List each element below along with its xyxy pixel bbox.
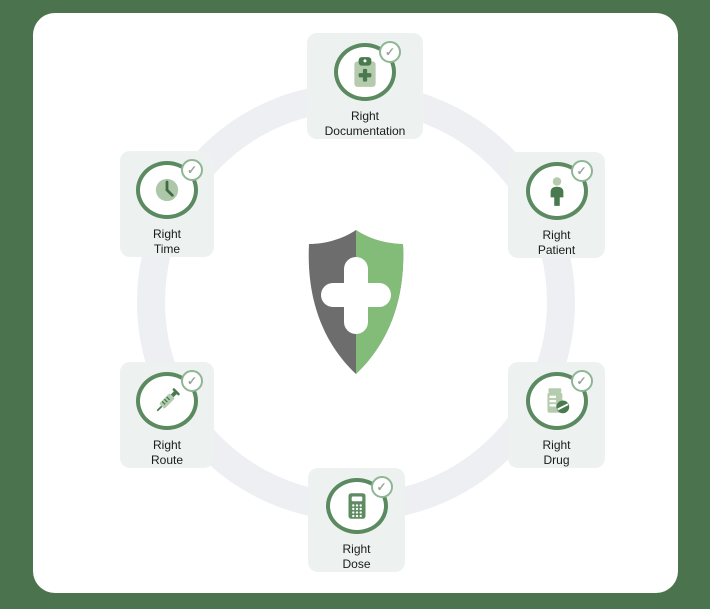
- check-icon: ✓: [570, 160, 593, 182]
- node-label-line2: Drug: [543, 453, 570, 467]
- check-icon: ✓: [570, 370, 593, 392]
- node-label-line2: Dose: [342, 557, 371, 571]
- node-right-time: ✓ Right Time: [120, 151, 214, 257]
- pill-bottle-icon: [546, 388, 569, 414]
- node-label: Right Patient: [538, 228, 575, 258]
- shield-plus-icon: [284, 227, 428, 377]
- node-icon-circle: ✓: [525, 160, 593, 220]
- node-right-route: ✓ Right Route: [120, 362, 214, 468]
- node-right-drug: ✓ Right Drug: [508, 362, 605, 468]
- person-icon: [550, 177, 563, 206]
- node-right-documentation: ✓ Right Documentation: [307, 33, 423, 139]
- node-label: Right Route: [151, 438, 183, 468]
- node-label-line1: Right: [342, 542, 371, 556]
- node-icon-circle: ✓: [334, 41, 401, 101]
- check-icon: ✓: [181, 370, 203, 392]
- node-label-line2: Patient: [537, 243, 576, 257]
- syringe-icon: [156, 388, 180, 412]
- node-label-line1: Right: [152, 438, 181, 452]
- node-label-line1: Right: [542, 228, 571, 242]
- clock-icon: [155, 178, 179, 202]
- node-label: Right Dose: [342, 542, 370, 572]
- node-label-line2: Documentation: [324, 124, 406, 138]
- check-icon: ✓: [379, 41, 401, 63]
- node-label-line1: Right: [152, 227, 181, 241]
- node-right-dose: ✓ Right Dose: [308, 468, 405, 572]
- node-label-line1: Right: [350, 109, 379, 123]
- node-label: Right Documentation: [325, 109, 406, 139]
- node-label: Right Drug: [542, 438, 570, 468]
- node-label-line2: Time: [153, 242, 181, 256]
- node-icon-circle: ✓: [136, 159, 203, 219]
- node-label-line2: Route: [150, 453, 184, 467]
- node-icon-circle: ✓: [136, 370, 203, 430]
- shield-plus-svg: [308, 230, 404, 374]
- clipboard-plus-icon: [354, 57, 376, 87]
- node-icon-circle: ✓: [325, 476, 393, 534]
- node-label-line1: Right: [542, 438, 571, 452]
- node-right-patient: ✓ Right Patient: [508, 152, 605, 258]
- check-icon: ✓: [181, 159, 203, 181]
- node-label: Right Time: [153, 227, 181, 257]
- node-icon-circle: ✓: [525, 370, 593, 430]
- calculator-icon: [348, 493, 365, 519]
- check-icon: ✓: [370, 476, 393, 498]
